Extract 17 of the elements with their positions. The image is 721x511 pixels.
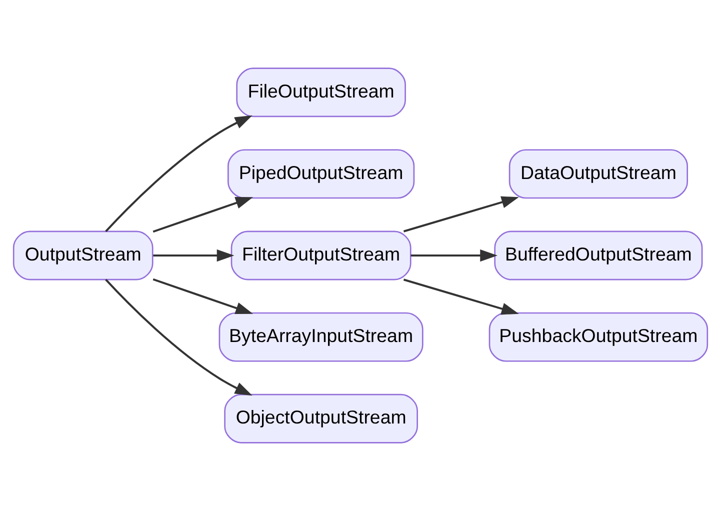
arrow: [152, 278, 254, 314]
arrow: [153, 249, 234, 262]
node-box: PipedOutputStream: [227, 149, 415, 199]
arrow: [403, 196, 519, 232]
node-box: PushbackOutputStream: [488, 312, 708, 362]
arrow: [410, 249, 498, 262]
node-box: ByteArrayInputStream: [218, 312, 424, 362]
node-box: FileOutputStream: [236, 68, 406, 118]
node-box: OutputStream: [12, 230, 154, 280]
node-box: FilterOutputStream: [230, 230, 412, 280]
node-box: BufferedOutputStream: [494, 230, 703, 280]
arrow: [152, 197, 254, 233]
node-box: ObjectOutputStream: [224, 394, 418, 444]
arrow: [403, 278, 519, 315]
arrow: [105, 115, 252, 232]
node-box: DataOutputStream: [508, 149, 688, 199]
arrow: [105, 278, 252, 396]
